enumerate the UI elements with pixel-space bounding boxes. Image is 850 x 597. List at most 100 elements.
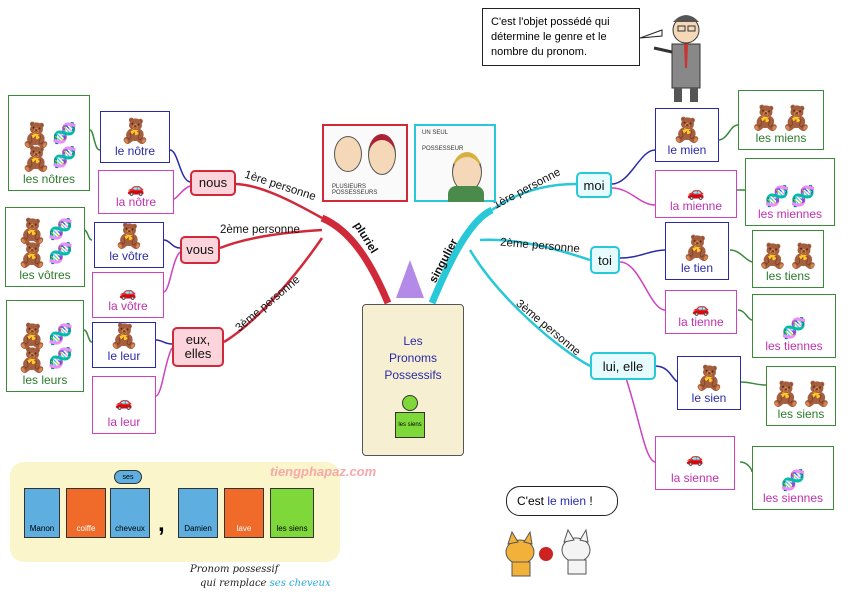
teddy-bear-icon: 🧸 [770, 381, 801, 408]
note-prefix: qui remplace [200, 578, 270, 589]
cat-bubble-suffix: ! [586, 494, 593, 508]
box-les-siens: 🧸🧸 les siens [766, 366, 836, 426]
word-manon: Manon [24, 488, 60, 538]
car-icon: 🚗 [692, 300, 710, 316]
label-les-tiens: les tiens [765, 269, 811, 283]
teddy-bear-icon: 🧸 [757, 243, 788, 270]
watermark: tiengphapaz.com [270, 464, 377, 479]
teddy-bear-icon: 🧸 [672, 117, 702, 144]
label-les-notres: les nôtres [22, 172, 76, 186]
box-le-notre: 🧸 le nôtre [100, 111, 170, 163]
word-lave: lave [224, 488, 264, 538]
pronoun-eux-elles: eux, elles [172, 327, 224, 367]
example-sentence-panel: Manon coiffe ses cheveux , Damien lave l… [10, 462, 340, 562]
label-le-sien: le sien [691, 391, 727, 405]
dna-icon: 🧬 [47, 243, 73, 265]
dna-icon: 🧬 [790, 186, 816, 208]
word-coiffe: coiffe [66, 488, 106, 538]
box-la-notre: 🚗 la nôtre [98, 170, 174, 214]
label-la-notre: la nôtre [115, 195, 157, 209]
label-les-siennes: les siennes [762, 491, 824, 505]
box-la-tienne: 🚗 la tienne [665, 290, 737, 334]
box-les-notres: 🧸🧬 🧸🧬 les nôtres [8, 95, 90, 191]
title-scroll: Les Pronoms Possessifs les siens [362, 304, 464, 456]
box-le-sien: 🧸 le sien [677, 356, 741, 410]
box-la-mienne: 🚗 la mienne [655, 170, 737, 218]
dna-icon: 🧬 [51, 123, 77, 145]
box-la-sienne: 🚗 la sienne [655, 436, 735, 490]
dna-icon: 🧬 [781, 318, 807, 340]
box-le-votre: 🧸 le vôtre [94, 222, 164, 268]
singular-caption-2: POSSESSEUR [422, 146, 464, 152]
label-la-votre: la vôtre [108, 299, 148, 313]
box-les-tiennes: 🧬 les tiennes [752, 294, 836, 358]
plural-owners-picture: PLUSIEURS POSSESSEURS [322, 124, 408, 202]
teddy-bear-icon: 🧸 [750, 105, 781, 132]
car-icon: 🚗 [686, 450, 704, 466]
pronoun-lui-elle: lui, elle [590, 352, 656, 380]
cat-icon [505, 528, 591, 577]
label-le-votre: le vôtre [109, 249, 149, 263]
label-les-siens: les siens [777, 407, 825, 421]
singular-owner-picture: UN SEUL POSSESSEUR [414, 124, 496, 202]
note-line-2: qui remplace ses cheveux [200, 578, 331, 589]
label-les-votres: les vôtres [19, 268, 71, 282]
teddy-bear-icon: 🧸 [788, 243, 819, 270]
teddy-bear-icon: 🧸 [801, 381, 832, 408]
dna-icon: 🧬 [764, 186, 790, 208]
dna-icon: 🧬 [47, 348, 73, 370]
note-highlight: ses cheveux [269, 578, 331, 589]
box-les-miens: 🧸🧸 les miens [738, 90, 824, 150]
plural-caption: PLUSIEURS POSSESSEURS [332, 184, 378, 196]
teddy-bear-icon: 🧸 [694, 365, 724, 392]
label-les-miens: les miens [755, 131, 807, 145]
dna-icon: 🧬 [780, 470, 806, 492]
box-la-votre: 🚗 la vôtre [92, 272, 164, 318]
label-le-mien: le mien [667, 143, 707, 157]
label-la-tienne: la tienne [678, 315, 724, 329]
dna-icon: 🧬 [47, 324, 73, 346]
teddy-bear-icon: 🧸 [17, 323, 47, 350]
label-la-leur: la leur [107, 415, 141, 429]
pronoun-elles: elles [184, 346, 212, 361]
title-line-3: Possessifs [384, 368, 442, 382]
car-icon: 🚗 [687, 184, 705, 200]
cat-speech-bubble: C'est le mien ! [506, 486, 618, 516]
word-les-siens: les siens [270, 488, 314, 538]
teacher-line-2: détermine le genre et le [491, 31, 607, 43]
car-icon: 🚗 [127, 180, 145, 196]
teddy-bear-icon: 🧸 [109, 323, 139, 350]
label-le-notre: le nôtre [114, 144, 156, 158]
box-les-miennes: 🧬🧬 les miennes [745, 158, 835, 226]
dna-icon: 🧬 [51, 147, 77, 169]
box-les-siennes: 🧬 les siennes [752, 446, 834, 510]
teddy-bear-icon: 🧸 [114, 223, 144, 250]
teddy-bear-icon: 🧸 [17, 242, 47, 269]
box-les-tiens: 🧸🧸 les tiens [752, 230, 824, 288]
teddy-bear-icon: 🧸 [781, 105, 812, 132]
label-le-leur: le leur [107, 349, 141, 363]
label-2eme-personne-left: 2ème personne [220, 224, 300, 236]
pronoun-vous: vous [180, 236, 220, 264]
word-ses: ses [114, 470, 142, 484]
box-le-mien: 🧸 le mien [655, 108, 719, 162]
note-line-1: Pronom possessif [190, 564, 279, 575]
box-le-tien: 🧸 le tien [665, 222, 729, 280]
teddy-bear-icon: 🧸 [17, 218, 47, 245]
label-la-mienne: la mienne [669, 199, 723, 213]
box-les-leurs: 🧸🧬 🧸🧬 les leurs [6, 300, 84, 392]
pronoun-eux: eux, [185, 332, 211, 347]
pronoun-moi: moi [576, 172, 612, 198]
box-le-leur: 🧸 le leur [92, 322, 156, 368]
car-icon: 🚗 [115, 394, 133, 410]
pronoun-toi: toi [590, 246, 620, 274]
dna-icon: 🧬 [47, 219, 73, 241]
teacher-icon [640, 15, 701, 102]
teddy-bear-icon: 🧸 [17, 347, 47, 374]
title-line-1: Les [403, 334, 423, 348]
cat-bubble-prefix: C'est [517, 494, 548, 508]
box-la-leur: 🚗 la leur [92, 376, 156, 434]
label-le-tien: le tien [680, 261, 714, 275]
cat-bubble-highlight: le mien [547, 494, 586, 508]
